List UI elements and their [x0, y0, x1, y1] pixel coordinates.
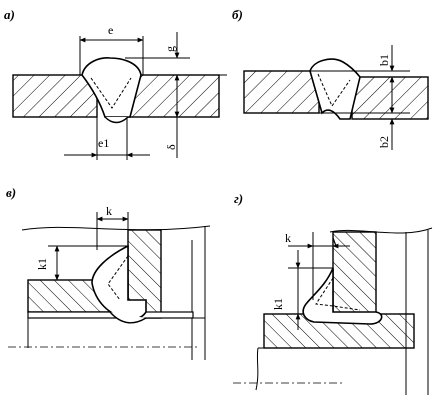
- fillet-weld-d: [302, 267, 383, 325]
- dim-label-g: g: [163, 46, 177, 52]
- plate-b-left: [243, 70, 320, 114]
- break-line-c: [21, 225, 211, 231]
- dim-label-delta: δ: [164, 144, 178, 150]
- dim-label-e: e: [108, 23, 114, 37]
- panel-c: [8, 212, 211, 360]
- dim-label-b1: b1: [377, 54, 391, 66]
- panel-a: [12, 32, 227, 160]
- panel-b: [243, 45, 429, 150]
- dim-label-k-d: k: [285, 231, 291, 245]
- fusion-line-d: [315, 277, 361, 311]
- fusion-line-a: [90, 77, 132, 109]
- weld-bead-b: [309, 58, 361, 120]
- dim-label-k1: k1: [35, 258, 49, 270]
- dim-label-e1: e1: [98, 136, 110, 150]
- dim-label-k1-d: k1: [271, 298, 285, 310]
- root-bulge-a: [104, 116, 129, 124]
- weld-bead-a: [81, 57, 142, 118]
- fusion-line-c: [107, 255, 129, 301]
- plate-a-left: [12, 74, 98, 118]
- break-line-d2: [255, 347, 259, 391]
- panel-label-b: б): [232, 7, 243, 22]
- panel-label-c: в): [6, 185, 17, 200]
- panel-d: [233, 227, 433, 395]
- dim-label-b2: b2: [377, 136, 391, 148]
- panel-label-d: г): [234, 191, 244, 206]
- dim-label-k: k: [106, 204, 112, 218]
- plate-a-right: [126, 74, 220, 118]
- break-line-d: [329, 227, 433, 234]
- weld-root-c: [109, 311, 147, 324]
- panel-label-a: а): [4, 7, 15, 22]
- fusion-line-b: [317, 73, 351, 108]
- plate-d-vertical: [332, 231, 377, 315]
